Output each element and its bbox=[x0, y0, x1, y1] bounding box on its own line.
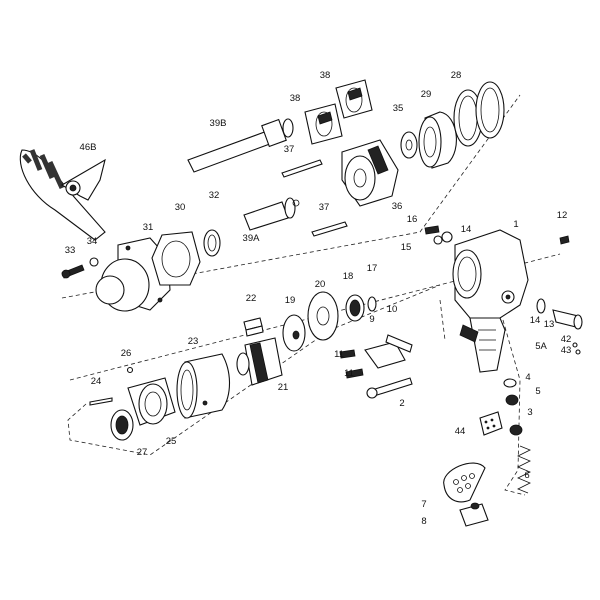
part-number-label: 32 bbox=[209, 190, 220, 201]
screen-part bbox=[479, 411, 503, 436]
hammer-lower-part bbox=[304, 103, 343, 145]
part-number-label: 7 bbox=[421, 499, 426, 510]
part-number-label: 23 bbox=[188, 336, 199, 347]
housing-part bbox=[452, 229, 529, 373]
cylinder-part bbox=[176, 353, 231, 419]
part-number-label: 20 bbox=[315, 279, 326, 290]
part-number-label: 9 bbox=[369, 314, 374, 325]
part-number-label: 15 bbox=[401, 242, 412, 253]
part-number-label: 18 bbox=[343, 271, 354, 282]
part-number-label: 37 bbox=[284, 144, 295, 155]
part-number-label: 24 bbox=[91, 376, 102, 387]
part-number-label: 8 bbox=[421, 516, 426, 527]
part-number-label: 5 bbox=[535, 386, 540, 397]
part-number-label: 29 bbox=[421, 89, 432, 100]
part-number-label: 33 bbox=[65, 245, 76, 256]
rear-cover-part bbox=[127, 377, 176, 426]
part-number-label: 39B bbox=[210, 118, 227, 129]
rotor-part bbox=[236, 337, 283, 386]
part-number-label: 22 bbox=[246, 293, 257, 304]
part-number-label: 39A bbox=[243, 233, 261, 244]
part-number-label: 1 bbox=[513, 219, 518, 230]
part-number-label: 6 bbox=[524, 470, 529, 481]
vanes-part bbox=[243, 317, 264, 337]
part-number-label: 11 bbox=[334, 349, 344, 360]
side-handle-part bbox=[19, 149, 106, 241]
part-number-label: 27 bbox=[137, 447, 148, 458]
part-number-label: 19 bbox=[285, 295, 296, 306]
part-number-label: 28 bbox=[451, 70, 462, 81]
part-number-label: 30 bbox=[175, 202, 186, 213]
part-number-label: 42 bbox=[561, 334, 572, 345]
filter-part bbox=[443, 462, 486, 503]
dowel-pins-part bbox=[89, 366, 134, 406]
part-number-label: 10 bbox=[387, 304, 398, 315]
hammer-upper-part bbox=[335, 79, 373, 119]
rear-plate-part bbox=[282, 314, 306, 352]
anvil-short-part bbox=[243, 197, 300, 231]
inlet-bushing-part bbox=[459, 502, 489, 527]
rear-bearing-part bbox=[110, 409, 134, 441]
washer-part bbox=[400, 131, 418, 159]
bushing-part bbox=[203, 229, 221, 257]
part-number-label: 11 bbox=[344, 368, 354, 379]
part-number-label: 37 bbox=[319, 202, 330, 213]
part-number-label: 13 bbox=[544, 319, 555, 330]
part-number-label: 5A bbox=[535, 341, 547, 352]
seal-rings-part bbox=[453, 81, 505, 147]
part-number-label: 14 bbox=[530, 315, 541, 326]
part-number-label: 46B bbox=[80, 142, 97, 153]
trigger-parts bbox=[339, 334, 413, 399]
part-number-label: 43 bbox=[561, 345, 572, 356]
front-housing-part bbox=[95, 237, 171, 312]
part-number-label: 21 bbox=[278, 382, 289, 393]
part-labels: 123455A678910111112131414151617181920212… bbox=[65, 70, 572, 527]
part-number-label: 34 bbox=[87, 236, 98, 247]
coil-spring-part bbox=[517, 445, 531, 494]
valve-parts bbox=[503, 378, 523, 436]
gasket-part bbox=[151, 231, 201, 286]
part-number-label: 12 bbox=[557, 210, 568, 221]
part-number-label: 36 bbox=[392, 201, 403, 212]
part-number-label: 35 bbox=[393, 103, 404, 114]
part-number-label: 4 bbox=[525, 372, 530, 383]
part-number-label: 44 bbox=[455, 426, 466, 437]
part-number-label: 25 bbox=[166, 436, 177, 447]
anvil-long-part bbox=[187, 118, 294, 173]
part-number-label: 31 bbox=[143, 222, 154, 233]
hammer-cage-part bbox=[341, 139, 399, 207]
bolt-part bbox=[61, 257, 99, 279]
part-number-label: 17 bbox=[367, 263, 378, 274]
part-number-label: 38 bbox=[290, 93, 301, 104]
bearing-part bbox=[345, 294, 377, 322]
part-number-label: 16 bbox=[407, 214, 418, 225]
small-fittings-part bbox=[424, 225, 453, 245]
part-number-label: 2 bbox=[399, 398, 404, 409]
end-plate-part bbox=[307, 291, 339, 341]
part-number-label: 3 bbox=[527, 407, 532, 418]
ring-part bbox=[418, 111, 457, 169]
air-inlet-part bbox=[536, 298, 583, 355]
part-number-label: 26 bbox=[121, 348, 132, 359]
plug-part bbox=[559, 235, 570, 245]
part-number-label: 14 bbox=[461, 224, 472, 235]
part-number-label: 38 bbox=[320, 70, 331, 81]
pins-part bbox=[281, 159, 348, 237]
